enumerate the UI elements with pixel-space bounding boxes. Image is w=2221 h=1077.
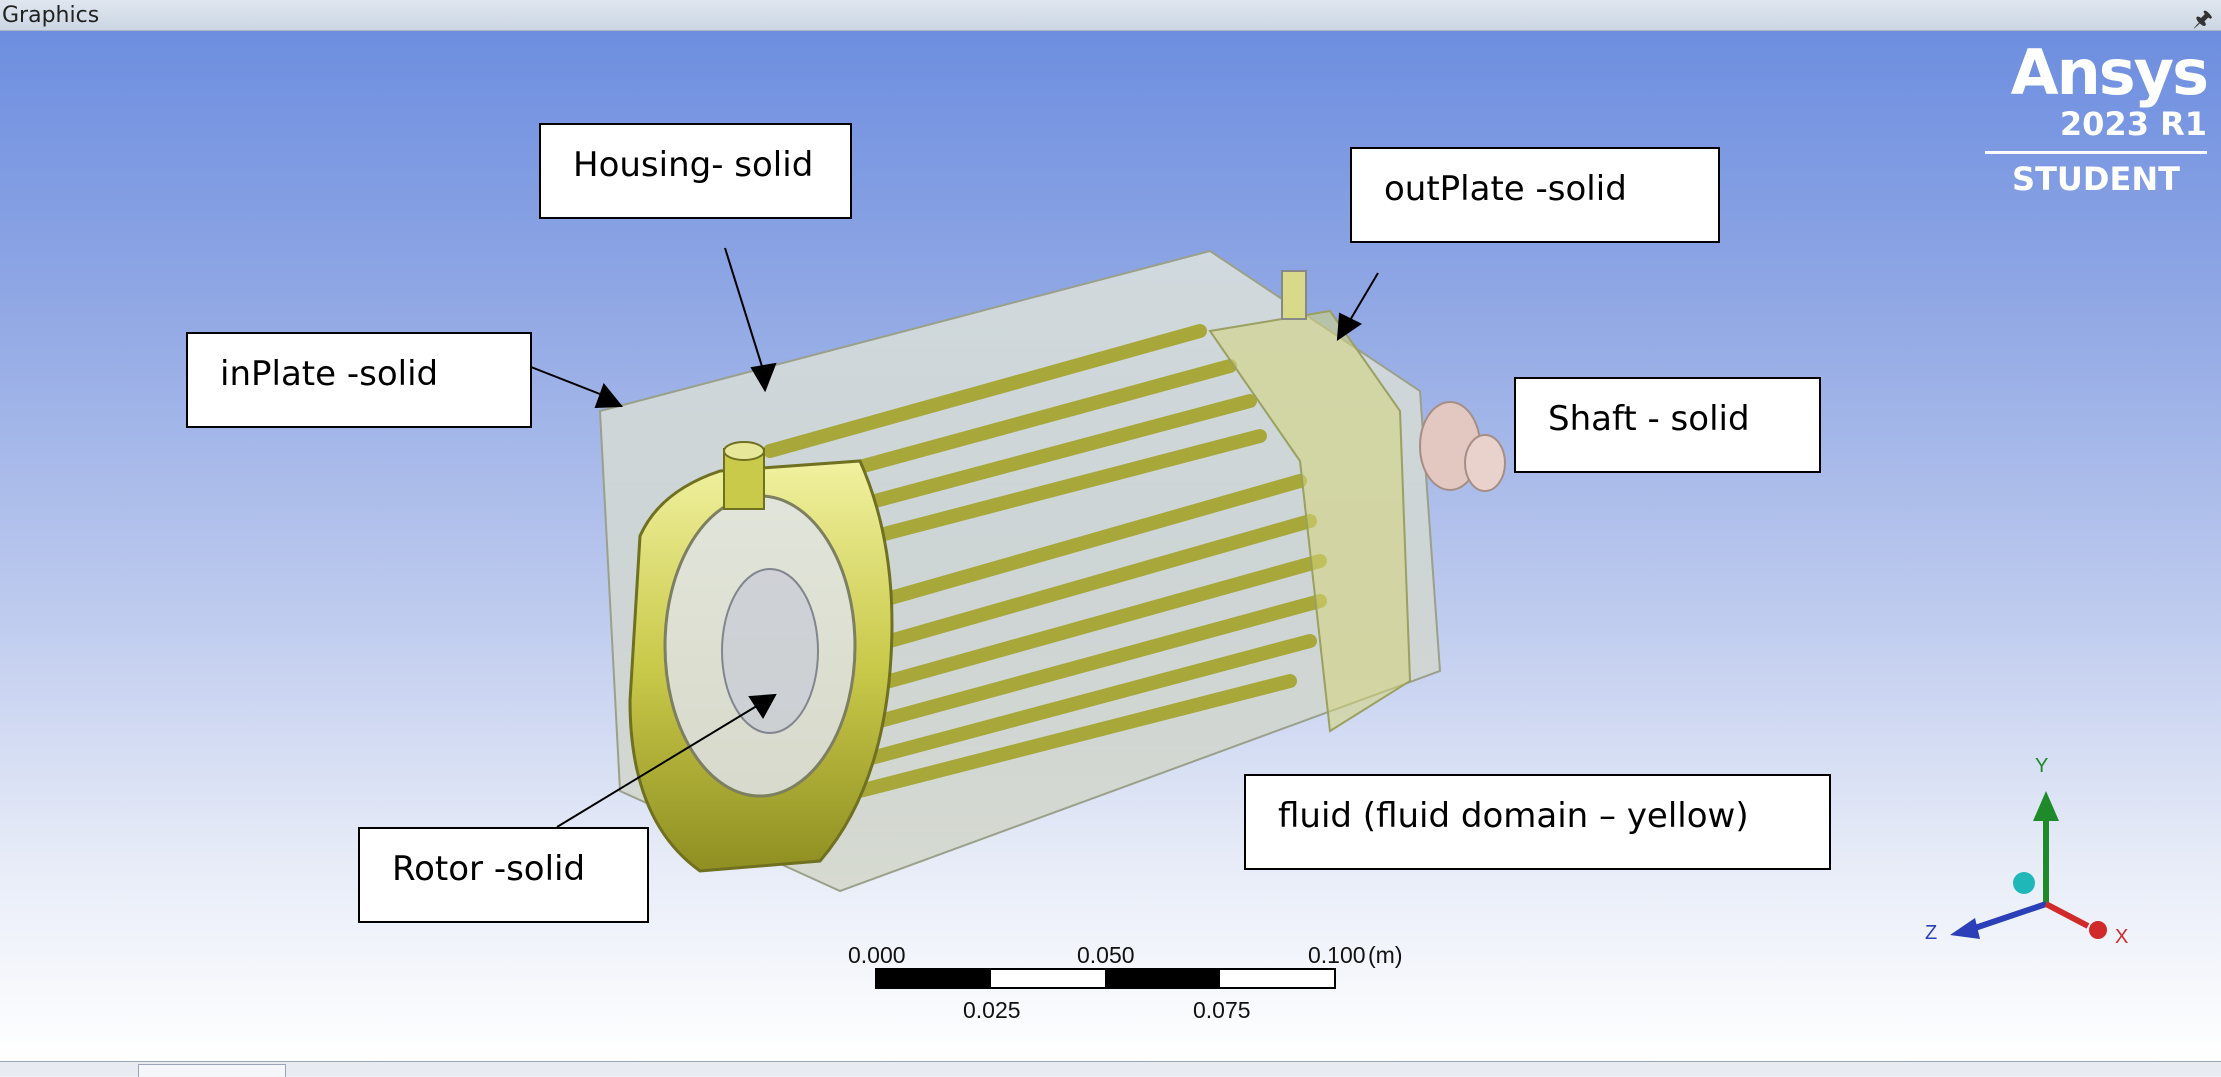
label-shaft[interactable]: Shaft - solid — [1514, 377, 1821, 473]
rotor — [721, 568, 819, 734]
label-inplate[interactable]: inPlate -solid — [186, 332, 532, 428]
label-rotor[interactable]: Rotor -solid — [358, 827, 649, 923]
label-outplate[interactable]: outPlate -solid — [1350, 147, 1720, 243]
triad-y-label: Y — [2035, 755, 2049, 777]
scale-label-2: 0.100 — [1308, 942, 1366, 968]
bottom-tabbar — [0, 1061, 2221, 1077]
logo-edition: STUDENT — [2012, 160, 2180, 198]
scale-label-3: 0.025 — [963, 997, 1021, 1023]
triad-z-label: Z — [1925, 922, 1938, 944]
graphics-titlebar: Graphics 🖈 — [0, 0, 2221, 31]
logo-divider — [1985, 151, 2207, 154]
bottom-tab[interactable] — [138, 1064, 286, 1077]
pin-icon[interactable]: 🖈 — [2192, 6, 2213, 31]
outplate — [1208, 270, 1412, 733]
scale-label-0: 0.000 — [848, 942, 906, 968]
triad-x-label: X — [2115, 926, 2129, 948]
logo-brand: Ansys — [2010, 36, 2209, 109]
ansys-logo: Ansys 2023 R1 STUDENT — [1985, 36, 2209, 198]
scale-unit: (m) — [1368, 942, 1403, 968]
scale-label-4: 0.075 — [1193, 997, 1251, 1023]
model-view[interactable] — [0, 31, 2221, 1061]
logo-version: 2023 R1 — [2059, 105, 2207, 143]
label-housing[interactable]: Housing- solid — [539, 123, 852, 219]
scale-label-1: 0.050 — [1077, 942, 1135, 968]
leader-lines — [530, 247, 1379, 828]
shaft — [1419, 401, 1506, 492]
graphics-viewport[interactable]: Ansys 2023 R1 STUDENT Housing- solid out… — [0, 31, 2221, 1061]
label-fluid[interactable]: fluid (fluid domain – yellow) — [1244, 774, 1831, 870]
window-title: Graphics — [2, 3, 100, 28]
